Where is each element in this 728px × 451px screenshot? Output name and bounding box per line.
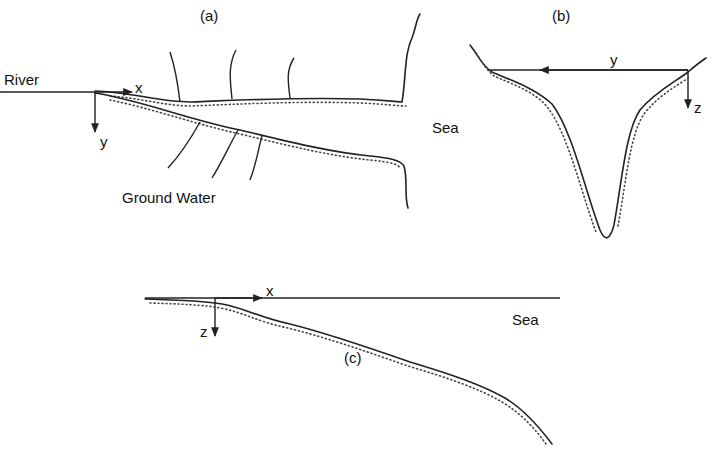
groundwater-line <box>250 136 262 180</box>
groundwater-line <box>170 52 180 102</box>
axis-label: y <box>100 134 108 149</box>
bank-stipple <box>110 100 400 168</box>
sea-label: Sea <box>512 312 539 327</box>
bed-stipple <box>150 303 546 444</box>
panel-label: (b) <box>552 8 570 23</box>
water-surface <box>490 69 688 70</box>
axis-label: x <box>135 80 143 95</box>
z-axis <box>687 70 688 108</box>
cross-section <box>470 45 706 238</box>
x-axis <box>95 91 132 92</box>
sea-label: Sea <box>432 120 459 135</box>
longitudinal-section <box>145 298 560 444</box>
bed-stipple <box>474 50 690 232</box>
panel-label: (a) <box>200 8 218 23</box>
y-axis <box>540 69 688 70</box>
axis-label: y <box>610 52 618 67</box>
groundwater-line <box>212 130 238 178</box>
axis-label: x <box>266 283 274 298</box>
axis-label: z <box>694 100 702 115</box>
north-bank <box>95 14 420 102</box>
panel-label: (c) <box>344 350 362 365</box>
groundwater-line <box>288 58 294 98</box>
groundwater-line <box>168 122 200 168</box>
sea-bed <box>145 299 552 444</box>
x-axis <box>215 297 262 298</box>
water-surface <box>145 297 560 298</box>
river-line <box>0 91 95 92</box>
plan-view <box>0 14 420 208</box>
axis-label: z <box>200 324 208 339</box>
groundwater-line <box>230 50 236 99</box>
bank-stipple <box>110 96 406 106</box>
groundwater-label: Ground Water <box>122 190 216 205</box>
river-label: River <box>4 72 39 87</box>
south-bank <box>95 93 408 208</box>
y-axis <box>94 92 95 132</box>
channel-bed <box>470 45 706 238</box>
